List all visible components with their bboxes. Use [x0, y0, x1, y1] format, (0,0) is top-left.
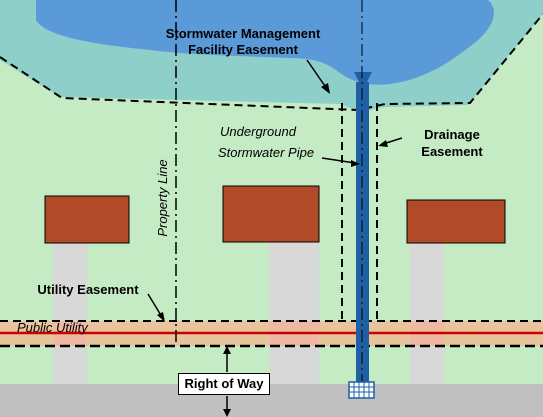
catch-basin-grate	[348, 381, 375, 399]
arrow-underground-pipe	[321, 157, 360, 167]
pipe-outlet	[354, 72, 372, 86]
label-drainage: Drainage	[424, 127, 480, 142]
arrow-drainage-easement	[378, 137, 403, 147]
label-right-of-way: Right of Way	[178, 373, 270, 395]
label-underground: Underground	[220, 124, 297, 139]
driveway-left	[53, 242, 87, 384]
stormwater-pond	[36, 0, 494, 85]
label-facility-easement: Facility Easement	[188, 42, 298, 57]
arrow-utility-easement	[147, 293, 165, 322]
label-stormwater-pipe: Stormwater Pipe	[218, 145, 314, 160]
house-right	[406, 199, 506, 244]
label-easement: Easement	[421, 144, 483, 159]
label-public-utility: Public Utility	[17, 320, 89, 335]
stormwater-easement-boundary	[0, 13, 543, 112]
arrow-right-of-way	[223, 346, 231, 417]
road	[0, 384, 543, 417]
arrow-stormwater-easement	[306, 59, 330, 94]
driveway-right	[410, 242, 444, 384]
house-left	[44, 195, 130, 244]
driveway-middle	[269, 242, 319, 384]
label-property-line: Property Line	[155, 159, 170, 236]
label-utility-easement: Utility Easement	[37, 282, 139, 297]
label-stormwater-management: Stormwater Management	[166, 26, 321, 41]
house-middle	[222, 185, 320, 243]
